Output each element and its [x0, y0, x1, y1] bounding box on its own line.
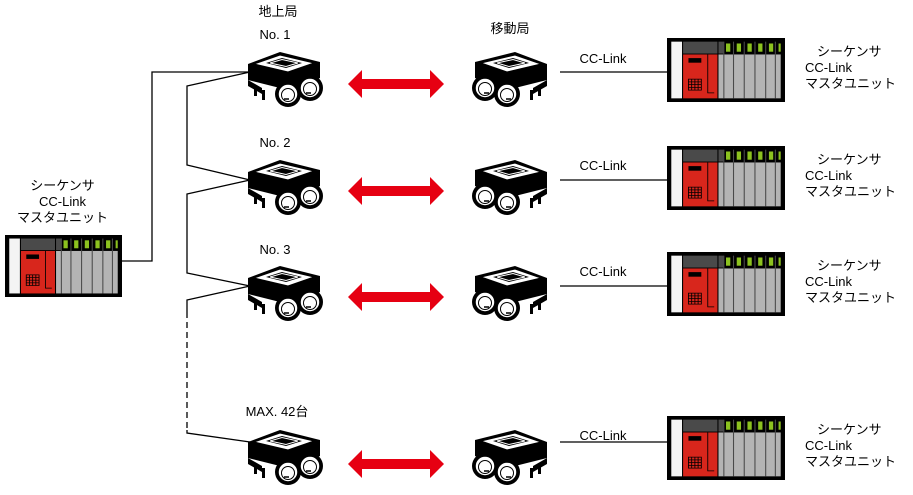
plc-icon-1 — [667, 38, 785, 102]
station-label-2: No. 2 — [259, 135, 291, 150]
mobile-station-title: 移動局 — [490, 21, 530, 36]
plc-icon-2 — [667, 146, 785, 210]
plc-label-line: CC-Link — [805, 168, 852, 183]
drop-line-4-bottom — [186, 430, 251, 443]
mobile-sensor-icon-2 — [465, 158, 555, 218]
mobile-sensor-icon-3 — [465, 264, 555, 324]
cc-link-label-2: CC-Link — [579, 158, 627, 173]
master-plc-label-line: シーケンサ — [30, 178, 95, 193]
master-plc-label-line: マスタユニット — [16, 210, 108, 225]
master-trunk-line — [122, 71, 250, 262]
plc-label-line: シーケンサ — [817, 152, 882, 167]
plc-label-2: シーケンサ CC-Link マスタユニット — [805, 152, 896, 200]
optical-link-arrow-4 — [348, 450, 444, 478]
plc-label-line: マスタユニット — [805, 184, 897, 199]
plc-label-line: マスタユニット — [805, 454, 897, 469]
plc-label-line: シーケンサ — [817, 44, 882, 59]
master-plc-label: シーケンサ CC-Link マスタユニット — [0, 178, 125, 226]
optical-link-arrow-3 — [348, 283, 444, 311]
cc-link-label-1: CC-Link — [579, 51, 627, 66]
ground-sensor-icon-1 — [240, 50, 330, 110]
plc-label-4: シーケンサ CC-Link マスタユニット — [805, 422, 896, 470]
drop-line-3 — [186, 179, 251, 287]
cc-link-label-4: CC-Link — [579, 428, 627, 443]
plc-label-line: シーケンサ — [817, 422, 882, 437]
plc-label-line: CC-Link — [805, 438, 852, 453]
master-plc-label-line: CC-Link — [39, 194, 86, 209]
ground-station-title: 地上局 — [258, 4, 298, 19]
plc-label-line: CC-Link — [805, 274, 852, 289]
plc-label-line: マスタユニット — [805, 290, 897, 305]
mobile-sensor-icon-4 — [465, 428, 555, 488]
mobile-sensor-icon-1 — [465, 50, 555, 110]
plc-label-line: マスタユニット — [805, 76, 897, 91]
optical-link-arrow-2 — [348, 177, 444, 205]
ground-sensor-icon-4 — [240, 428, 330, 488]
plc-label-line: シーケンサ — [817, 258, 882, 273]
drop-line-4-top — [186, 285, 251, 312]
station-label-1: No. 1 — [259, 27, 291, 42]
station-label-max: MAX. 42台 — [245, 404, 309, 419]
plc-label-3: シーケンサ CC-Link マスタユニット — [805, 258, 896, 306]
station-label-3: No. 3 — [259, 242, 291, 257]
ground-sensor-icon-2 — [240, 158, 330, 218]
ground-sensor-icon-3 — [240, 264, 330, 324]
plc-label-line: CC-Link — [805, 60, 852, 75]
cc-link-label-3: CC-Link — [579, 264, 627, 279]
plc-icon-4 — [667, 416, 785, 480]
master-plc-icon — [5, 235, 122, 297]
drop-line-2 — [186, 71, 251, 181]
optical-link-arrow-1 — [348, 70, 444, 98]
plc-icon-3 — [667, 252, 785, 316]
plc-label-1: シーケンサ CC-Link マスタユニット — [805, 44, 896, 92]
